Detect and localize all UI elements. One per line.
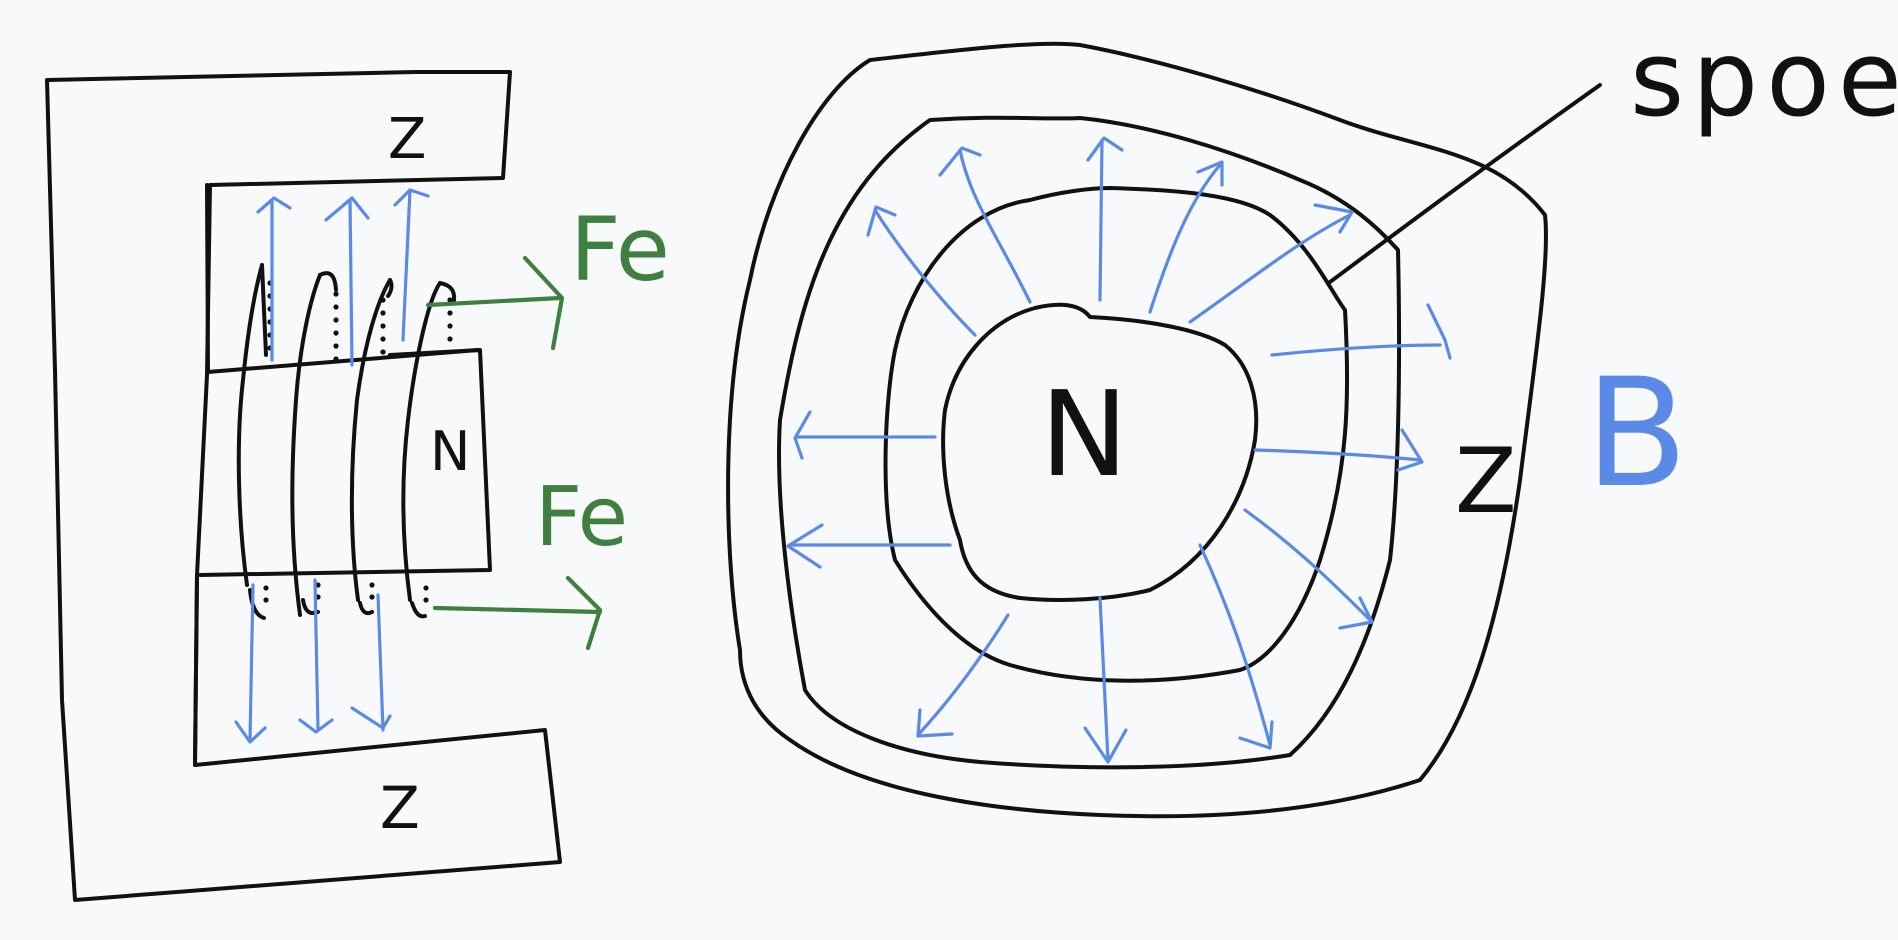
outer-ring-z — [726, 41, 1548, 819]
inner-ring — [883, 186, 1350, 683]
coil-leader-line — [1328, 83, 1602, 284]
top-pole-label: Z — [388, 107, 426, 172]
top-view-magnet: N Z spoel B — [726, 18, 1898, 819]
field-arrows-top — [786, 136, 1452, 764]
bottom-pole-label: Z — [380, 774, 420, 842]
force-label-upper: Fe — [570, 198, 670, 301]
coil-label: spoel — [1630, 18, 1898, 140]
force-label-lower: Fe — [535, 470, 628, 565]
center-pole-top — [941, 302, 1259, 602]
field-label: B — [1585, 347, 1688, 521]
center-pole-n — [198, 348, 492, 577]
current-dots-side — [263, 280, 453, 603]
coil-ring — [777, 115, 1402, 770]
top-view-outer-pole-label: Z — [1455, 429, 1517, 534]
force-arrows-side — [425, 255, 603, 651]
top-view-center-pole-label: N — [1040, 365, 1128, 503]
field-arrows-side — [234, 188, 430, 744]
bottom-pole-piece — [193, 573, 199, 767]
side-center-pole-label: N — [430, 420, 470, 483]
outer-magnet-frame — [45, 70, 562, 902]
side-view-magnet: Z Z N Fe Fe — [45, 70, 670, 902]
coil-windings-side — [236, 263, 457, 620]
